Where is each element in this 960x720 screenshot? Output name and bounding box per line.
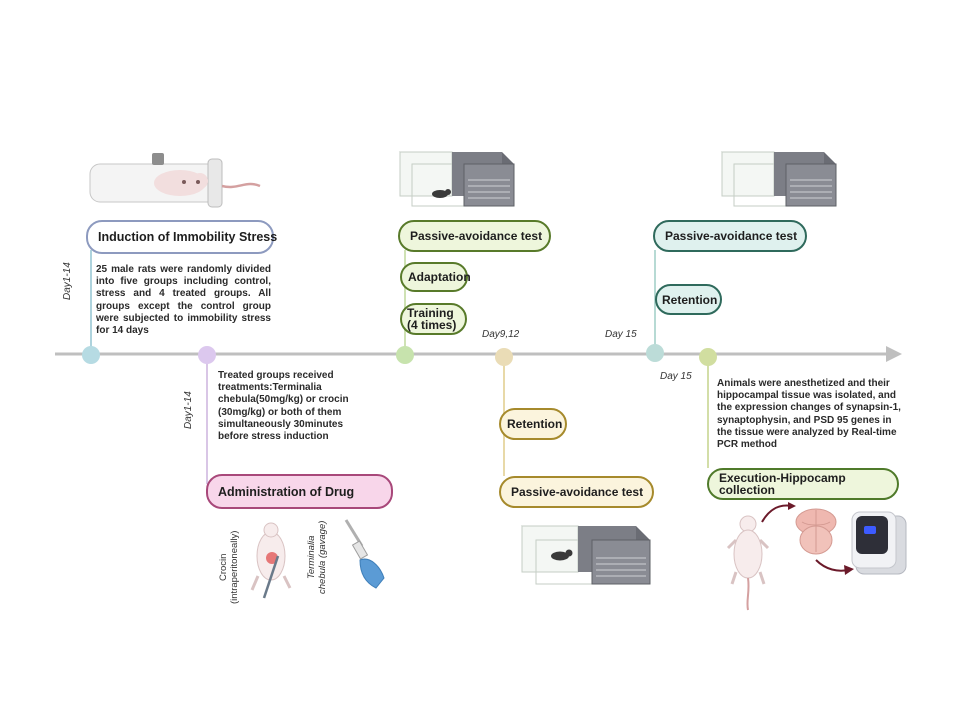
timeline-dot-drug — [198, 346, 216, 364]
brain-illustration — [795, 508, 837, 555]
shuttle-box-illustration-3 — [720, 151, 837, 207]
timeline-dot-induction — [82, 346, 100, 364]
pat1-title: Passive-avoidance test — [398, 220, 551, 252]
drug-description: Treated groups received treatments:Termi… — [218, 370, 349, 443]
execution-description: Animals were anesthetized and their hipp… — [717, 378, 901, 451]
drug-title: Administration of Drug — [206, 474, 393, 509]
pcr-machine-illustration — [851, 511, 907, 575]
shuttle-box-illustration-2 — [520, 525, 651, 585]
pat1-training: Training(4 times) — [400, 303, 467, 335]
pat2-retention: Retention — [499, 408, 567, 440]
connector-execution — [707, 358, 709, 468]
timeline-dot-pat2 — [495, 348, 513, 366]
pat3-title: Passive-avoidance test — [653, 220, 807, 252]
timeline-dot-pat1 — [396, 346, 414, 364]
shuttle-box-illustration-1 — [398, 151, 515, 207]
timeline-dot-execution — [699, 348, 717, 366]
pat2-day-label: Day9,12 — [482, 329, 520, 340]
pat3-retention: Retention — [655, 284, 722, 315]
injection-rat-illustration — [250, 522, 292, 599]
induction-title: Induction of Immobility Stress — [86, 220, 277, 254]
pat1-adaptation: Adaptation — [400, 262, 471, 292]
connector-induction — [90, 250, 92, 354]
pat2-title: Passive-avoidance test — [499, 476, 654, 508]
drug-day-label: Day1-14 — [183, 391, 194, 429]
arrow-to-brain-icon — [761, 502, 796, 523]
gavage-illustration — [344, 519, 385, 589]
induction-day-label: Day1-14 — [62, 262, 73, 300]
timeline-dot-pat3 — [646, 344, 664, 362]
connector-pat1 — [404, 250, 406, 354]
rat-illustration — [726, 515, 770, 611]
restrainer-tube-illustration — [89, 153, 261, 208]
connector-drug — [206, 356, 208, 484]
arrow-to-pcr-icon — [815, 559, 854, 575]
induction-description: 25 male rats were randomly divided into … — [96, 264, 271, 337]
pat3-day-label: Day 15 — [605, 329, 637, 340]
execution-day-label: Day 15 — [660, 371, 692, 382]
crocin-route-label: Crocin(intraperitoneally) — [218, 530, 240, 604]
